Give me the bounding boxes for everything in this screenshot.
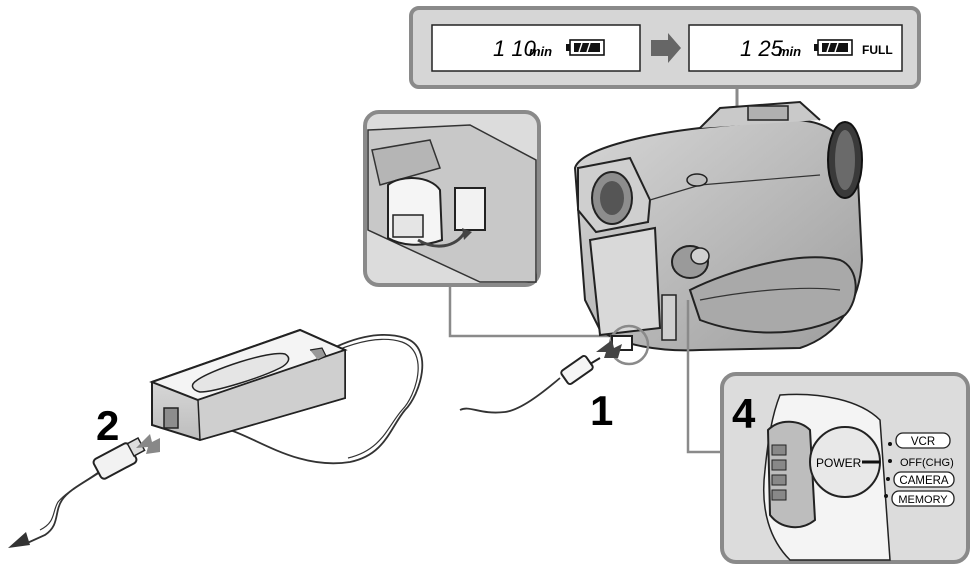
dc-cable [229,334,424,465]
mode-label-memory: MEMORY [898,494,948,506]
dc-plug-body [560,355,601,385]
mode-badge-vcr [895,432,951,449]
mode-badge-camera [893,471,955,488]
arrow-right-icon [596,340,622,358]
ac-adapter [149,328,348,442]
mode-badge-memory [891,490,955,507]
dc-in-closeup-inset [363,110,541,287]
step-number-2: 2 [96,402,119,449]
inset-leader-line [448,285,612,338]
dc-cable [459,377,561,414]
lcd-after-time: 1 25 [740,36,784,61]
step-number-1: 1 [590,387,613,434]
lcd-panel: 1 10 min 1 25 min FULL [409,6,921,89]
lcd-after-unit: min [778,44,801,59]
mode-label-vcr: VCR [911,436,935,448]
camcorder [573,100,864,366]
step-number-4: 4 [732,390,756,437]
lcd-after-status: FULL [862,43,893,57]
battery-icon [566,39,605,56]
mode-label-off-chg: OFF(CHG) [900,457,954,469]
adapter-label-recess [191,352,290,393]
ac-inlet [163,407,179,429]
power-dial-label: POWER [816,456,862,470]
mains-cord [8,436,146,548]
arrow-right-icon [651,33,681,63]
power-inset-leader-line [686,300,725,454]
power-dial-inset: 4 POWER VCR OFF(CHG) CAMERA MEMORY [720,372,970,564]
dc-cable [319,338,419,459]
plug-arrow-icon [8,532,30,548]
mode-indicator-dots [884,442,892,498]
arrow-right-icon [136,434,160,454]
lcd-before-unit: min [529,44,552,59]
lcd-before-time: 1 10 [493,36,537,61]
mode-label-camera: CAMERA [899,475,949,487]
battery-icon [814,39,853,56]
